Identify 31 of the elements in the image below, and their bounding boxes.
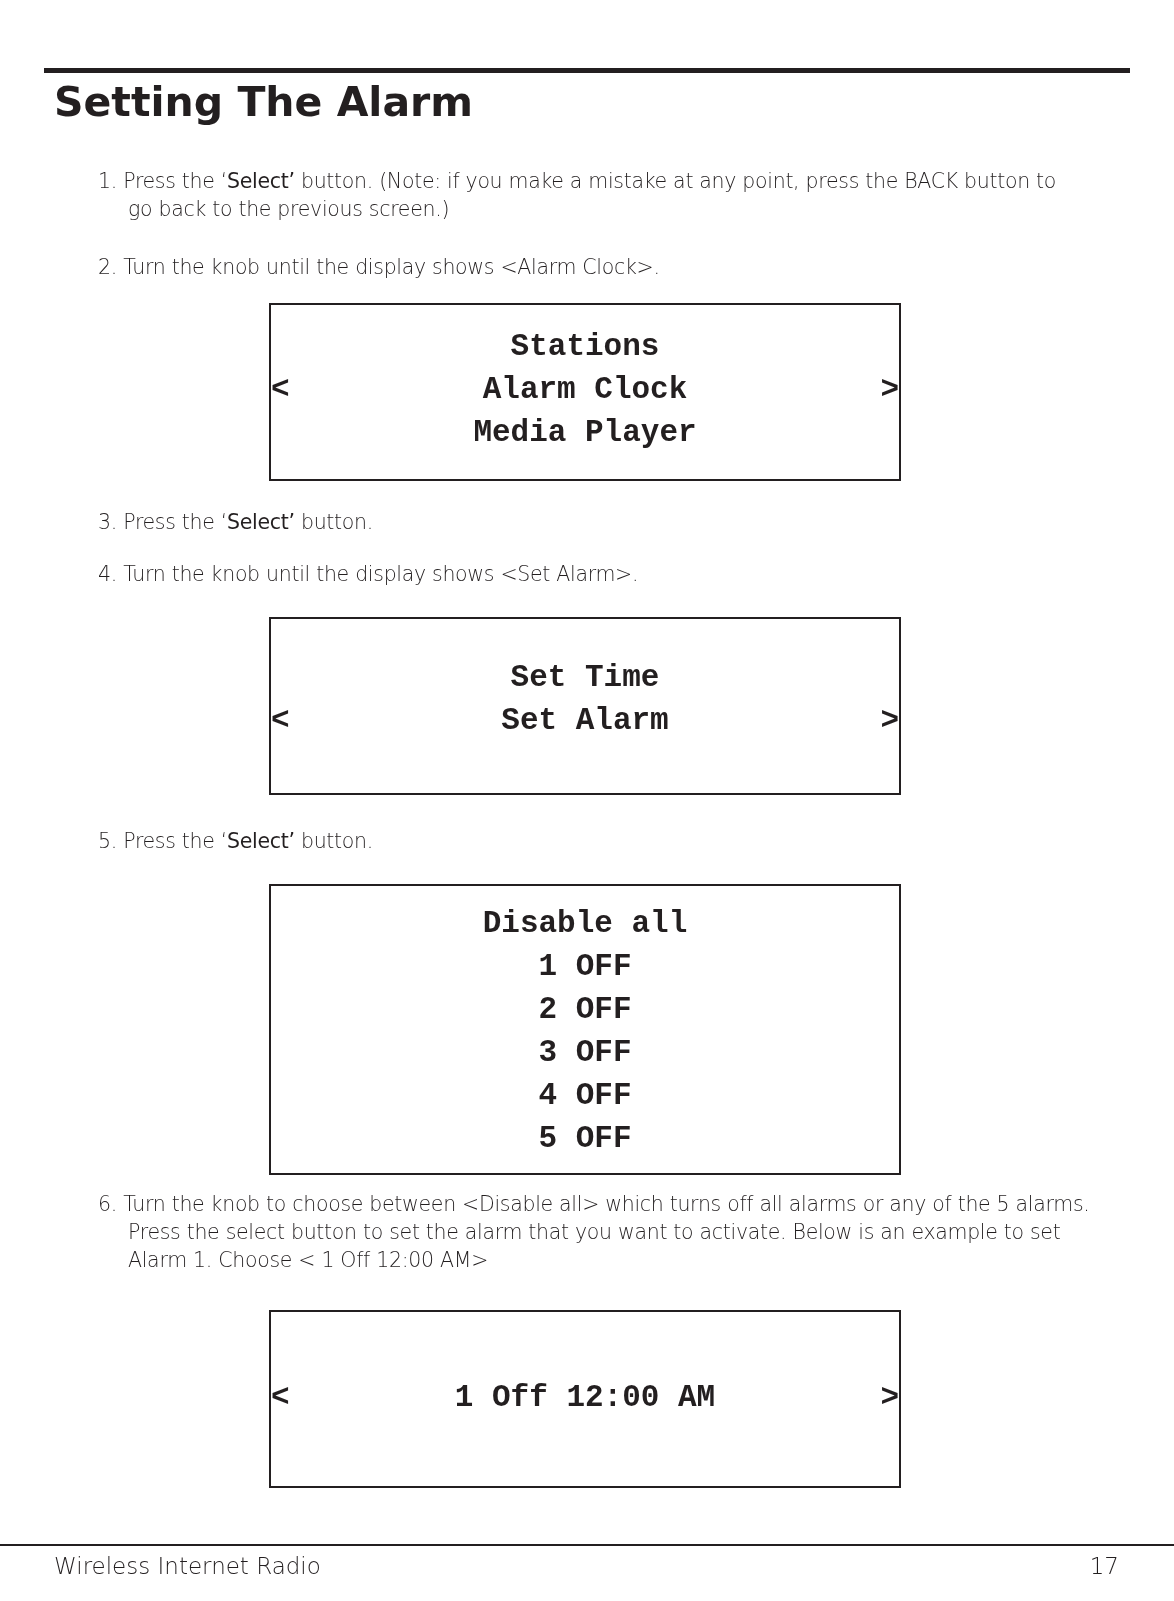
scroll-arrow: > [880, 1380, 899, 1415]
display-line: Alarm Clock [482, 372, 688, 407]
footer-text: Wireless Internet Radio [54, 1553, 321, 1579]
instruction-step: 4. Turn the knob until the display shows <Set Alarm>. [98, 560, 1078, 588]
display-line: 4 OFF [538, 1078, 632, 1113]
lcd-display-box [269, 303, 901, 481]
instruction-step: 5. Press the ‘Select’ button. [98, 827, 1078, 855]
lcd-display-box [269, 884, 901, 1175]
display-line: Stations [510, 329, 660, 364]
display-line: Set Alarm [501, 703, 669, 738]
page-number: 17 [1089, 1553, 1119, 1579]
instruction-step: 1. Press the ‘Select’ button. (Note: if you make a mistake at any point, press the BACK button to go back to the previous screen.) [98, 167, 1078, 223]
display-line: 2 OFF [538, 992, 632, 1027]
scroll-arrow: < [271, 703, 290, 738]
scroll-arrow: > [880, 703, 899, 738]
page-title: Setting The Alarm [54, 78, 474, 126]
lcd-display-box [269, 1310, 901, 1488]
instruction-step: 3. Press the ‘Select’ button. [98, 508, 1078, 536]
display-line: Set Time [510, 660, 660, 695]
display-line: 3 OFF [538, 1035, 632, 1070]
display-line: 5 OFF [538, 1121, 632, 1156]
instruction-step: 2. Turn the knob until the display shows <Alarm Clock>. [98, 253, 1078, 281]
lcd-display-box [269, 617, 901, 795]
display-line: Media Player [473, 415, 697, 450]
display-line: Disable all [482, 906, 688, 941]
display-line: 1 OFF [538, 949, 632, 984]
instruction-step: 6. Turn the knob to choose between <Disable all> which turns off all alarms or any of the 5 alarms. Press the select button to set the alarm that you want to activate. Below is an example to set Alarm 1. Choose < 1 Off 12:00 AM> [98, 1190, 1108, 1274]
scroll-arrow: < [271, 372, 290, 407]
scroll-arrow: < [271, 1380, 290, 1415]
scroll-arrow: > [880, 372, 899, 407]
display-line: 1 Off 12:00 AM [454, 1380, 716, 1415]
